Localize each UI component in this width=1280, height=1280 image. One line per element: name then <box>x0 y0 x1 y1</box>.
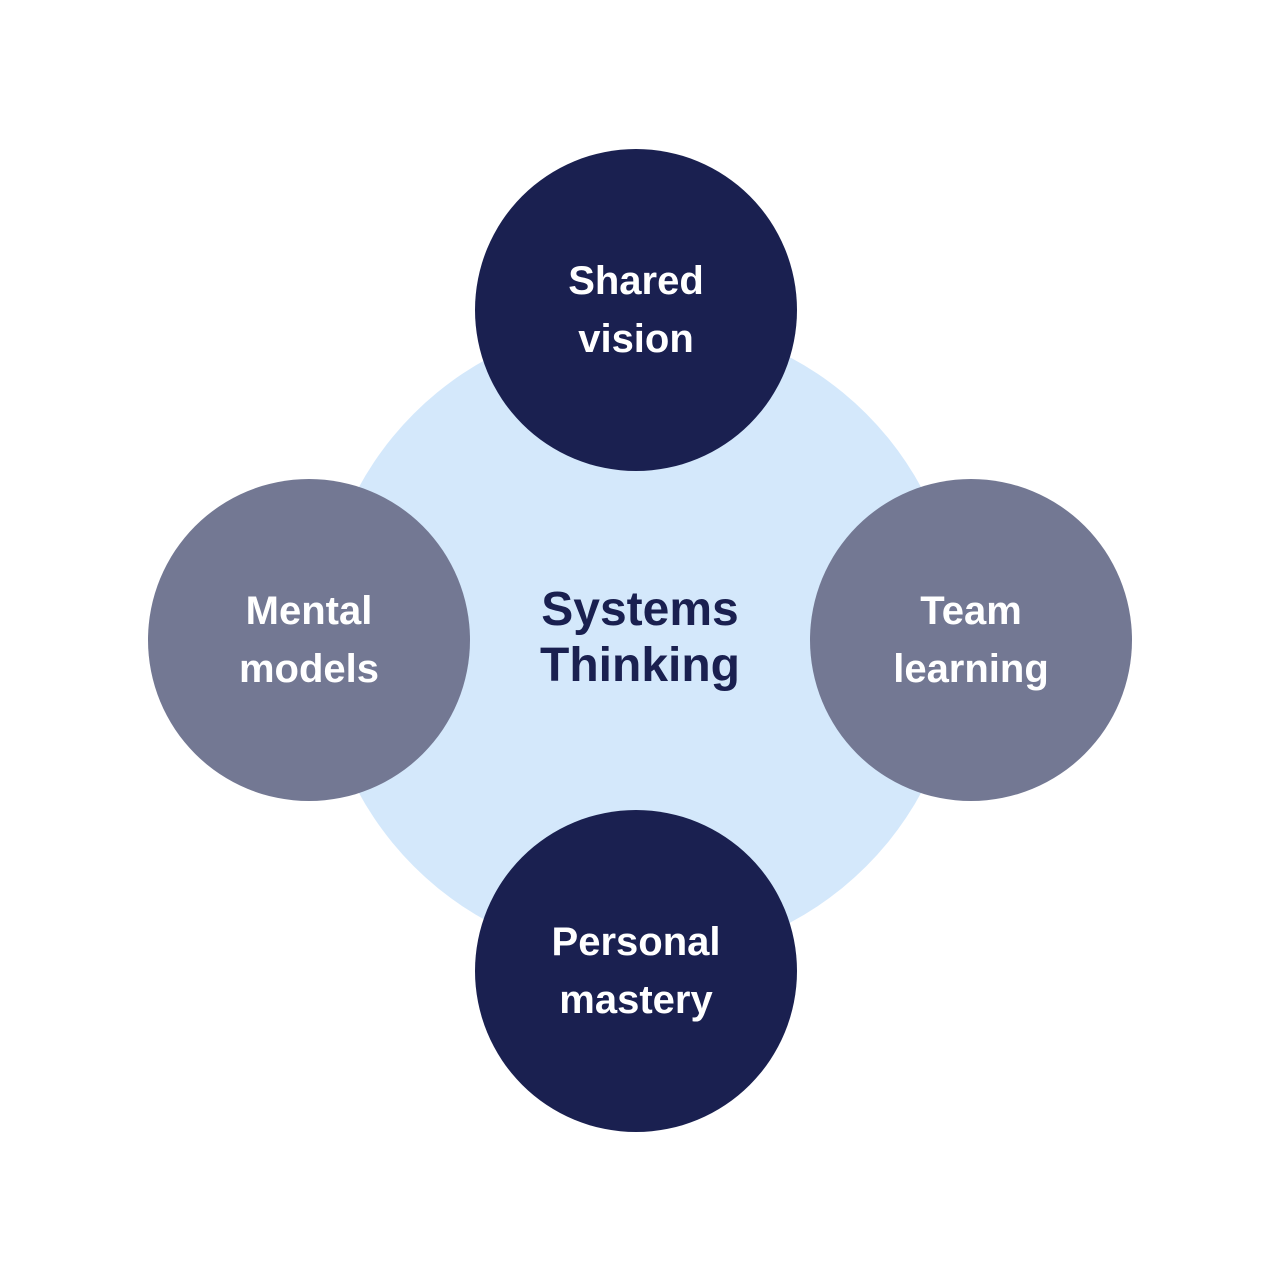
mental-models-label-line-1: Mental <box>245 589 373 633</box>
center-label-line-1: Systems <box>541 583 739 636</box>
team-learning-label-line-2: learning <box>893 647 1049 691</box>
shared-vision-label-line-2: vision <box>578 317 694 361</box>
mental-models-node: Mental models <box>148 479 470 801</box>
shared-vision-node: Shared vision <box>475 149 797 471</box>
team-learning-node: Team learning <box>810 479 1132 801</box>
center-label-line-2: Thinking <box>540 639 740 692</box>
personal-mastery-node: Personal mastery <box>475 810 797 1132</box>
personal-mastery-label-line-1: Personal <box>551 920 721 964</box>
shared-vision-label-line-1: Shared <box>568 259 704 303</box>
team-learning-label-line-1: Team <box>920 589 1022 633</box>
personal-mastery-label-line-2: mastery <box>559 978 713 1022</box>
mental-models-label-line-2: models <box>238 647 380 691</box>
